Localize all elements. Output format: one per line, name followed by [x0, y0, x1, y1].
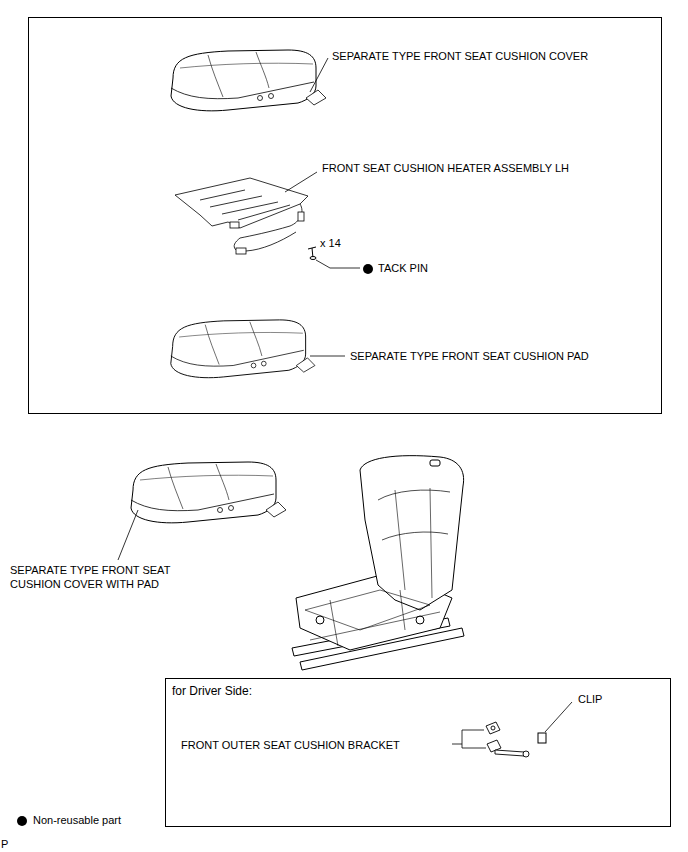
- seat-cushion-bracket: [486, 722, 529, 757]
- leader-line: [285, 172, 317, 192]
- cushion-cover-with-pad: [131, 462, 286, 523]
- leader-line: [545, 702, 572, 732]
- part-name: TACK PIN: [378, 261, 428, 275]
- clip-part: [538, 733, 546, 743]
- part-name: SEPARATE TYPE FRONT SEAT CUSHION PAD: [350, 349, 589, 363]
- seat-heater: [175, 178, 308, 254]
- cushion-pad: [171, 320, 315, 378]
- part-name: SEPARATE TYPE FRONT SEAT CUSHION COVER W…: [10, 563, 200, 592]
- part-name: FRONT SEAT CUSHION HEATER ASSEMBLY LH: [322, 161, 569, 175]
- legend-entry: Non-reusable part: [33, 814, 121, 826]
- part-name: P: [1, 837, 8, 851]
- tack-pin: [308, 247, 316, 260]
- part-name: SEPARATE TYPE FRONT SEAT CUSHION COVER: [332, 49, 588, 63]
- non-reusable-mark: [363, 264, 373, 274]
- leader-line: [310, 356, 345, 357]
- leader-line: [452, 744, 462, 745]
- legend-swatch: [17, 816, 27, 826]
- seat-assembly: [292, 456, 464, 670]
- leader-line: [310, 58, 328, 92]
- group-frame: [29, 18, 662, 414]
- leader-line: [316, 260, 360, 268]
- part-name: FRONT OUTER SEAT CUSHION BRACKET: [181, 738, 400, 752]
- leader-line: [462, 730, 486, 748]
- leader-line: [118, 510, 138, 560]
- part-name: x 14: [320, 236, 341, 250]
- cushion-cover: [171, 50, 326, 111]
- part-name: CLIP: [578, 692, 602, 706]
